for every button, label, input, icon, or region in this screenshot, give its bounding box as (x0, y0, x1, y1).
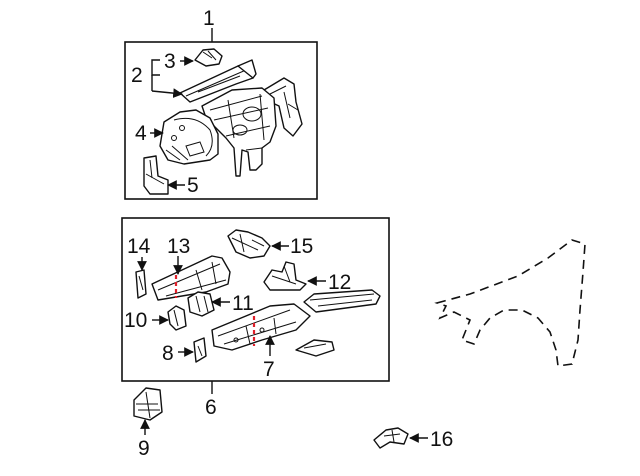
callout-14[interactable]: 14 (127, 235, 151, 258)
part-14-plate[interactable] (135, 269, 147, 299)
callout-3[interactable]: 3 (164, 50, 176, 73)
callout-8[interactable]: 8 (162, 342, 174, 365)
callout-6[interactable]: 6 (205, 396, 217, 419)
front-rail-extension[interactable] (303, 289, 381, 313)
callout-15[interactable]: 15 (290, 235, 313, 258)
apron-panel[interactable] (201, 87, 277, 177)
part-16-bracket[interactable] (373, 427, 409, 449)
callout-4[interactable]: 4 (135, 122, 147, 145)
leader-2 (151, 88, 183, 98)
apron-bracket-right[interactable] (263, 77, 303, 137)
callout-11[interactable]: 11 (232, 292, 254, 315)
callout-1[interactable]: 1 (203, 7, 215, 30)
callout-7[interactable]: 7 (263, 358, 275, 381)
callout-13[interactable]: 13 (167, 235, 190, 258)
callout-2[interactable]: 2 (131, 64, 143, 87)
part-15-bracket[interactable] (227, 229, 271, 259)
part-2-upper-rail[interactable] (179, 59, 257, 103)
callout-9[interactable]: 9 (138, 437, 150, 460)
part-10-bracket[interactable] (167, 305, 187, 331)
part-12-bracket[interactable] (263, 261, 307, 291)
callout-5[interactable]: 5 (187, 174, 199, 197)
part-4-wheelhouse[interactable] (159, 109, 219, 165)
part-9-bracket[interactable] (133, 387, 163, 421)
leader-2-bracket (151, 59, 160, 76)
part-3-bracket[interactable] (194, 48, 223, 67)
upper-assembly-group: 1 3 2 (124, 7, 318, 200)
part-13-front-side-member[interactable] (151, 255, 231, 301)
callout-10[interactable]: 10 (124, 309, 147, 332)
fender-ghost-outline (434, 239, 586, 367)
lower-small-plate[interactable] (295, 339, 335, 357)
callout-12[interactable]: 12 (328, 271, 351, 294)
part-8-plate[interactable] (193, 337, 207, 363)
part-11-bracket[interactable] (187, 291, 215, 317)
lower-assembly-group: 6 15 12 14 13 (121, 217, 390, 419)
callout-16[interactable]: 16 (430, 428, 453, 451)
